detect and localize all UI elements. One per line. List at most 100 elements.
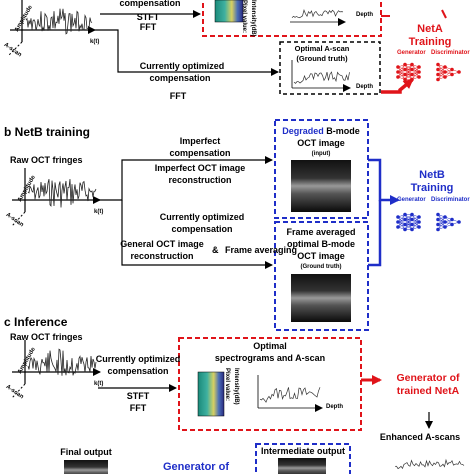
c-fft-label: FFT xyxy=(129,403,147,413)
network-node xyxy=(457,220,461,224)
degraded-bmode-image xyxy=(291,160,351,212)
network-node xyxy=(450,222,454,227)
network-node xyxy=(417,65,421,69)
netb-generator-network xyxy=(396,212,421,232)
netb-discriminator-network xyxy=(436,212,461,232)
network-node xyxy=(410,62,414,67)
neta-generator-network xyxy=(396,62,421,82)
network-node xyxy=(396,75,400,79)
network-node xyxy=(403,227,407,232)
c-intermediate-output-label: Intermediate output xyxy=(260,446,346,456)
c-kt-label: k(t) xyxy=(94,381,104,387)
network-node xyxy=(436,67,440,72)
network-node xyxy=(396,220,400,224)
c-optimal-label: Optimal xyxy=(253,341,287,351)
netb-generator-label: Generator xyxy=(397,197,426,203)
b-oct-image2-label: OCT image xyxy=(297,251,345,261)
network-node xyxy=(417,75,421,79)
b-degraded-label: Degraded B-mode xyxy=(282,127,360,136)
network-node xyxy=(450,217,454,222)
c-spectrograms-label: spectrograms and A-scan xyxy=(214,353,326,363)
a-fft2-label: FFT xyxy=(169,91,187,101)
b-reconstruction2-label: reconstruction xyxy=(130,251,194,261)
panel-c-title: c Inference xyxy=(4,315,68,329)
c-generator-of2-label: Generator of xyxy=(162,461,230,473)
network-node xyxy=(436,212,440,217)
a-depth-label: Depth xyxy=(356,12,373,18)
b-imperfect-label: Imperfect xyxy=(179,136,221,146)
netb-title: NetB xyxy=(419,169,445,181)
neta-title: NetA xyxy=(417,23,443,35)
b-imperfect-recon-label: Imperfect OCT image xyxy=(154,163,246,173)
network-edge xyxy=(404,69,413,80)
network-node xyxy=(450,72,454,77)
panel-a-spectrogram-box xyxy=(202,0,382,37)
network-node xyxy=(436,62,440,67)
network-edge xyxy=(397,214,406,228)
panel-b-title: b NetB training xyxy=(4,125,90,139)
network-node xyxy=(410,222,414,227)
panel-c-intermediate-box xyxy=(255,443,351,474)
netb-discriminator-label: Discriminator xyxy=(431,197,470,203)
network-edge xyxy=(411,66,420,80)
c-enhanced-ascans-label: Enhanced A-scans xyxy=(379,432,461,442)
neta-generator-label: Generator xyxy=(397,50,426,56)
panel-b-degraded-box xyxy=(274,119,369,219)
b-ground-truth-label: (Ground truth) xyxy=(300,264,342,270)
panel-a-optimal-ascan-box xyxy=(279,41,381,95)
network-edge xyxy=(437,216,446,230)
panel-a-fringe-plot xyxy=(7,0,96,57)
a-kt-label: k(t) xyxy=(90,39,100,45)
network-edge xyxy=(437,66,446,80)
network-node xyxy=(396,70,400,74)
c-stft-label: STFT xyxy=(126,391,150,401)
network-node xyxy=(457,70,461,74)
network-node xyxy=(417,225,421,229)
network-node xyxy=(417,215,421,219)
c-final-output-label: Final output xyxy=(60,447,112,457)
a-fft-label: FFT xyxy=(139,22,157,32)
a-pixel-value-label: Pixel value: xyxy=(241,0,247,34)
network-node xyxy=(417,220,421,224)
network-node xyxy=(403,212,407,217)
network-edge xyxy=(404,219,413,230)
panel-c-optimal-box xyxy=(178,337,362,431)
b-frame-averaged-label: Frame averaged xyxy=(286,227,356,237)
b-oct-image-label: OCT image xyxy=(297,138,345,148)
network-node xyxy=(403,72,407,77)
network-edge xyxy=(397,64,406,78)
c-currently-optimized-label: Currently optimized xyxy=(95,354,181,364)
c-raw-fringes-label: Raw OCT fringes xyxy=(10,332,83,342)
b-ampersand: & xyxy=(212,245,219,255)
network-node xyxy=(443,65,447,69)
network-node xyxy=(396,225,400,229)
network-edge xyxy=(404,64,413,80)
a-depth2-label: Depth xyxy=(356,84,373,90)
network-edge xyxy=(404,64,413,75)
network-node xyxy=(410,227,414,232)
network-node xyxy=(410,212,414,217)
a-currently-optimized-label: Currently optimized xyxy=(139,61,225,71)
network-node xyxy=(436,227,440,232)
panel-b-fringe-plot xyxy=(11,168,101,227)
network-node xyxy=(403,217,407,222)
a-compensation2-label: compensation xyxy=(149,73,211,83)
c-compensation-label: compensation xyxy=(107,366,169,376)
network-edge xyxy=(411,216,420,230)
network-node xyxy=(396,65,400,69)
network-node xyxy=(403,62,407,67)
network-edge xyxy=(404,214,413,225)
b-bmode-word: B-mode xyxy=(326,126,360,136)
network-node xyxy=(436,77,440,82)
network-node xyxy=(403,222,407,227)
network-node xyxy=(443,220,447,224)
network-node xyxy=(443,225,447,229)
b-degraded-word: Degraded xyxy=(282,126,324,136)
a-compensation-label: compensation xyxy=(119,0,181,8)
network-node xyxy=(410,72,414,77)
b-reconstruction-label: reconstruction xyxy=(168,175,232,185)
b-compensation2-label: compensation xyxy=(171,224,233,234)
a-stft-label: STFT xyxy=(136,12,160,22)
network-node xyxy=(443,75,447,79)
